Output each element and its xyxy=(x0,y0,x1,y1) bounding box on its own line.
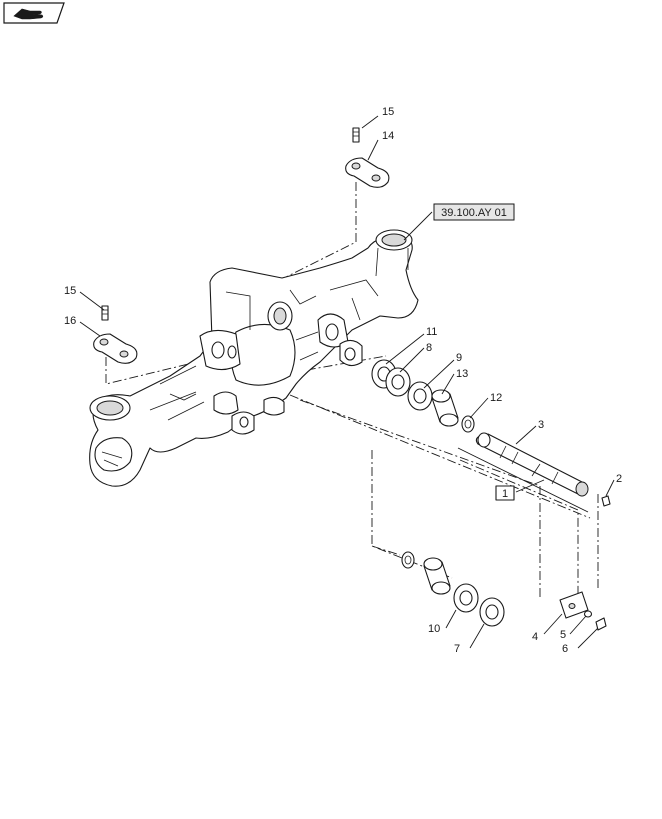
leader-lines xyxy=(79,115,615,649)
assembly-bracket-line xyxy=(457,447,589,513)
reference-link-label: 39.100.AY 01 xyxy=(441,207,507,219)
shim-7[interactable] xyxy=(479,597,505,627)
axle-housing[interactable] xyxy=(89,229,419,487)
bolt-6[interactable] xyxy=(595,617,607,631)
callout-6: 6 xyxy=(562,643,568,655)
thrust-washer-10[interactable] xyxy=(453,583,479,613)
callout-3: 3 xyxy=(538,419,544,431)
callout-15-top: 15 xyxy=(382,106,394,118)
thrust-washer-9[interactable] xyxy=(407,381,433,411)
assembly-box-label: 1 xyxy=(502,488,508,500)
callout-12: 12 xyxy=(490,392,502,404)
callout-15-left: 15 xyxy=(64,285,76,297)
bushing-13[interactable] xyxy=(431,389,459,427)
retainer-plate-left[interactable] xyxy=(93,333,138,364)
callout-14: 14 xyxy=(382,130,394,142)
callout-7: 7 xyxy=(454,643,460,655)
assembly-box[interactable]: 1 xyxy=(495,485,515,501)
corner-tag[interactable] xyxy=(3,2,65,24)
callout-4: 4 xyxy=(532,631,538,643)
callout-10: 10 xyxy=(428,623,440,635)
shim-8[interactable] xyxy=(385,367,411,397)
retaining-ring-lower[interactable] xyxy=(401,551,415,569)
grease-fitting-2[interactable] xyxy=(601,495,611,507)
reference-link[interactable]: 39.100.AY 01 xyxy=(433,203,515,221)
callouts: 15 14 15 16 11 8 9 13 12 3 2 10 7 4 5 6 xyxy=(64,106,622,655)
bolt-left[interactable] xyxy=(101,305,109,321)
callout-5: 5 xyxy=(560,629,566,641)
hand-pointer-icon xyxy=(13,8,44,20)
callout-8: 8 xyxy=(426,342,432,354)
lock-plate-4[interactable] xyxy=(559,591,589,619)
pivot-pin-3[interactable] xyxy=(475,432,589,497)
retaining-ring-12[interactable] xyxy=(461,415,475,433)
bushing-lower[interactable] xyxy=(423,557,451,595)
callout-9: 9 xyxy=(456,352,462,364)
retainer-plate-top[interactable] xyxy=(345,157,390,188)
bolt-top[interactable] xyxy=(352,127,360,143)
callout-13: 13 xyxy=(456,368,468,380)
callout-2: 2 xyxy=(616,473,622,485)
callout-11: 11 xyxy=(426,326,437,338)
washer-5[interactable] xyxy=(583,610,593,618)
callout-16: 16 xyxy=(64,315,76,327)
